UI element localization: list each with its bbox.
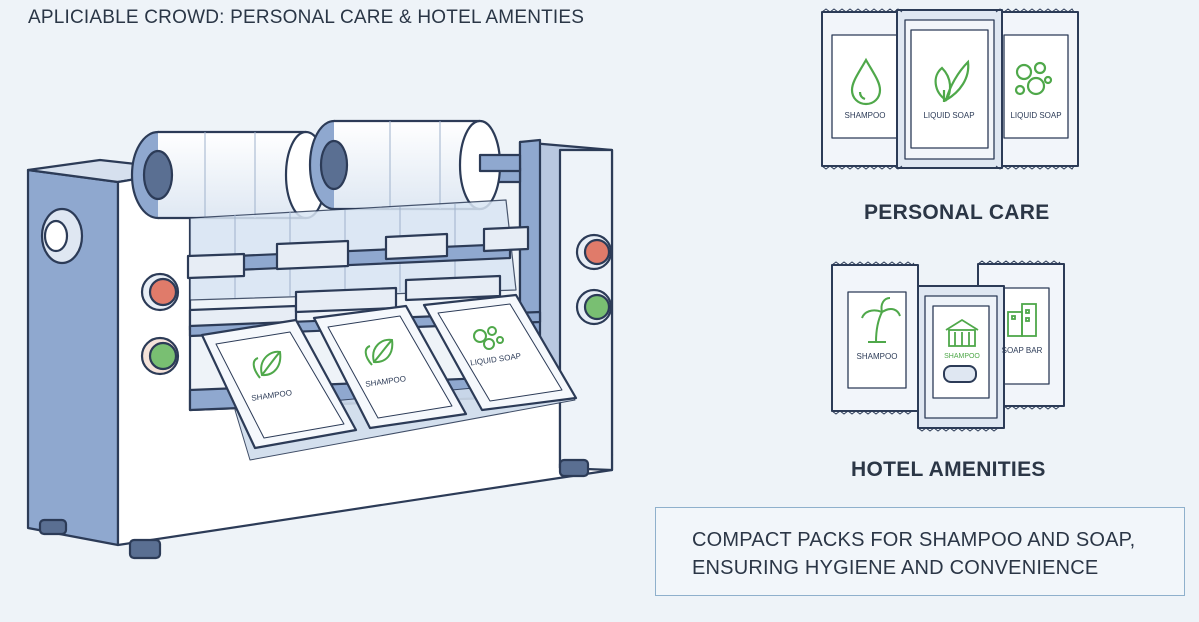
crimp-edges [821,8,1075,170]
hotel-packet-1-label: SHAMPOO [857,352,898,361]
hotel-amenities-title: HOTEL AMENITIES [851,458,1046,481]
personal-care-title: PERSONAL CARE [864,201,1050,224]
page-headline: APLICIABLE CROWD: PERSONAL CARE & HOTEL … [28,7,585,28]
bubbles-icon [473,326,504,350]
personal-care-packet-liquid-soap-2 [995,11,1079,167]
droplet-icon [850,57,882,106]
description-line-2: ENSURING HYGIENE AND CONVENIENCE [692,557,1099,579]
personal-care-packet-1-label: SHAMPOO [845,111,886,120]
hotel-packet-2-label: SHAMPOO [944,353,980,360]
leaf-icon [252,350,282,379]
hotel-packet-3-label: SOAP BAR [1002,346,1043,355]
hotel-packet-shampoo [831,264,919,412]
leaves-icon [934,59,970,103]
hotel-amenities-packets [831,263,1065,429]
output-packet-1 [200,318,358,450]
personal-care-packet-shampoo [821,11,907,167]
personal-care-packet-2-label: LIQUID SOAP [923,111,974,120]
description-box: COMPACT PACKS FOR SHAMPOO AND SOAP, ENSU… [655,507,1185,596]
description-line-1: COMPACT PACKS FOR SHAMPOO AND SOAP, [692,529,1136,551]
personal-care-packet-3-label: LIQUID SOAP [1010,111,1061,120]
packaging-machine [26,119,614,560]
description-text: COMPACT PACKS FOR SHAMPOO AND SOAP, ENSU… [692,526,1135,582]
leaf-icon [364,338,394,366]
personal-care-packets [821,9,1079,169]
output-packet-2 [312,304,468,430]
palm-tree-icon [861,297,901,343]
hotel-packet-shampoo-2 [917,285,1005,429]
city-buildings-icon [1007,303,1037,337]
hotel-building-icon [945,318,979,347]
output-packet-3 [422,293,578,412]
bubbles-icon [1014,61,1053,96]
crimp-edges [831,260,1061,432]
